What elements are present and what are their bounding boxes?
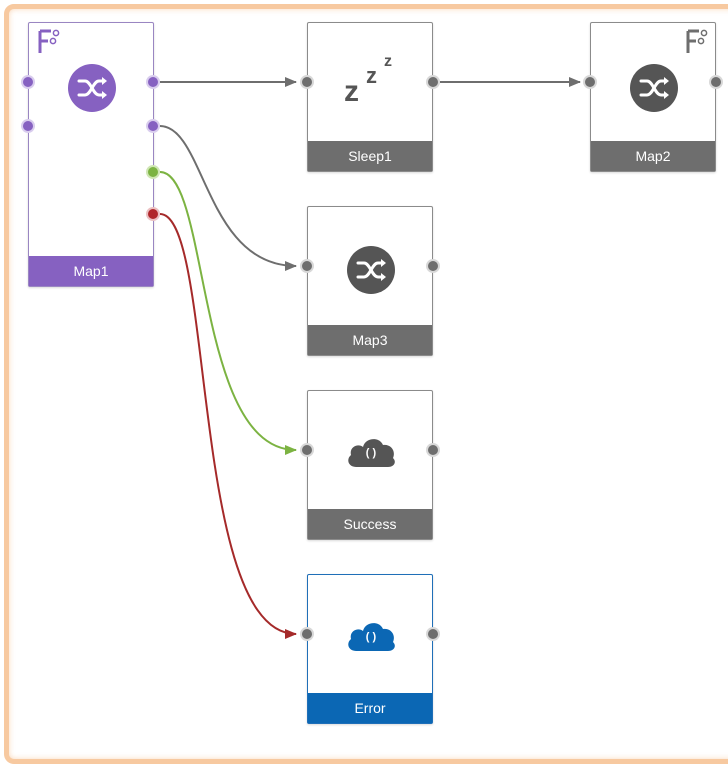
success-output-port[interactable] [426, 443, 440, 457]
sleep1-input-port[interactable] [300, 75, 314, 89]
connection-map1-success[interactable] [159, 171, 297, 455]
node-sleep1[interactable]: z z z Sleep1 [307, 22, 433, 172]
map1-input-port[interactable] [21, 119, 35, 133]
node-label: Sleep1 [308, 141, 432, 171]
map1-error-port[interactable] [146, 207, 160, 221]
flow-icon [38, 29, 60, 53]
error-output-port[interactable] [426, 627, 440, 641]
map2-output-port[interactable] [709, 75, 723, 89]
map1-output-port[interactable] [146, 75, 160, 89]
connections-layer [159, 77, 581, 639]
node-label: Map1 [29, 256, 153, 286]
node-label: Success [308, 509, 432, 539]
connection-map1-map3[interactable] [159, 125, 297, 271]
map3-output-port[interactable] [426, 259, 440, 273]
flow-icon [686, 29, 708, 53]
node-error[interactable]: ( ) Error [307, 574, 433, 724]
sleep1-output-port[interactable] [426, 75, 440, 89]
cloud-text: ( ) [365, 631, 377, 643]
map2-input-port[interactable] [583, 75, 597, 89]
shuffle-icon [68, 64, 116, 112]
node-label: Map3 [308, 325, 432, 355]
node-label: Map2 [591, 141, 715, 171]
node-map1[interactable]: Map1 [28, 22, 154, 287]
error-input-port[interactable] [300, 627, 314, 641]
node-map3[interactable]: Map3 [307, 206, 433, 356]
map1-success-port[interactable] [146, 165, 160, 179]
connection-map1-error[interactable] [159, 213, 297, 639]
shuffle-icon [347, 246, 395, 294]
sleep-zzz-icon: z z z [344, 53, 392, 108]
cloud-text: ( ) [365, 447, 377, 459]
cloud-icon [348, 623, 395, 651]
node-label: Error [308, 693, 432, 723]
flow-canvas: Map1 z z z Sleep1 Map2 [4, 4, 728, 764]
node-map2[interactable]: Map2 [590, 22, 716, 172]
map1-input-port[interactable] [21, 75, 35, 89]
map1-output-port[interactable] [146, 119, 160, 133]
map3-input-port[interactable] [300, 259, 314, 273]
success-input-port[interactable] [300, 443, 314, 457]
shuffle-icon [630, 64, 678, 112]
cloud-icon [348, 439, 395, 467]
node-success[interactable]: ( ) Success [307, 390, 433, 540]
